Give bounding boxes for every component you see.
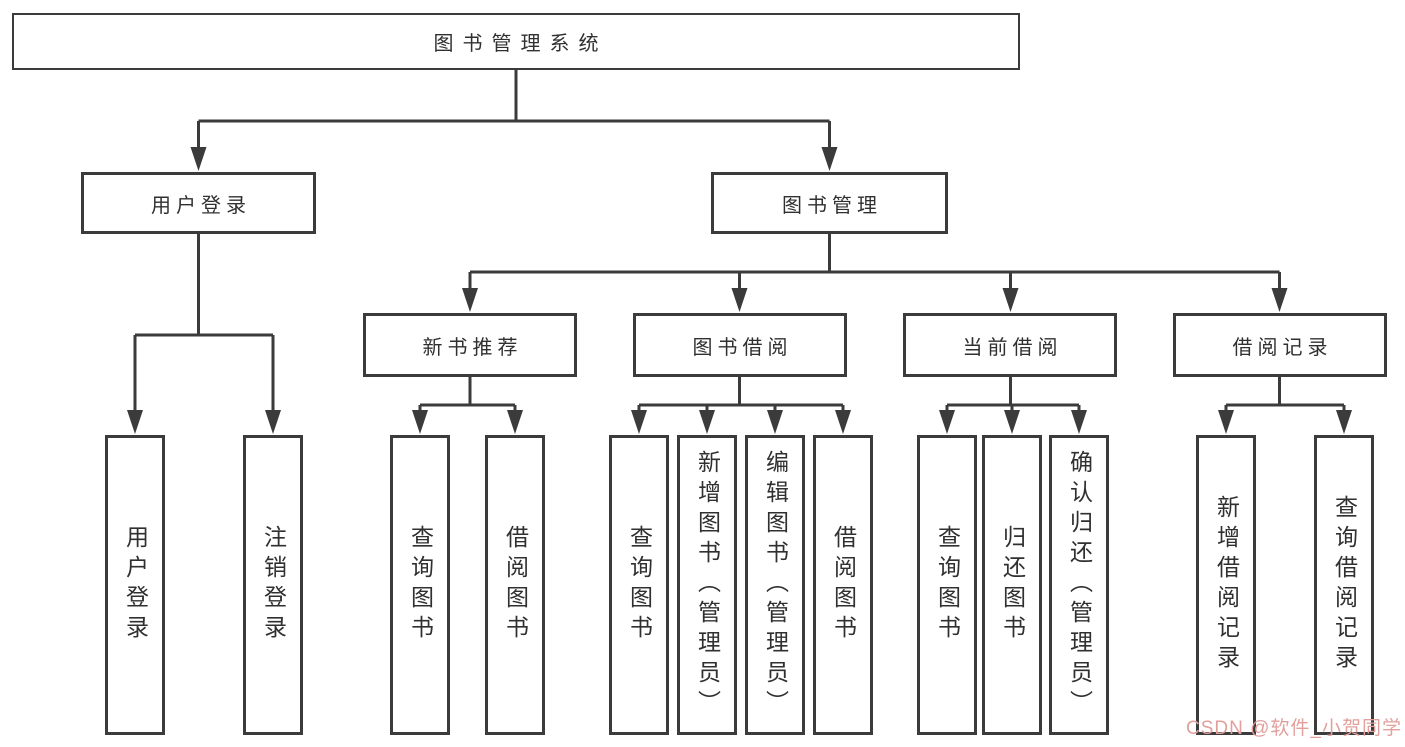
leaf-borrow-books-2-label: 借阅图书 bbox=[830, 525, 857, 645]
node-book-borrowing-label: 图书借阅 bbox=[692, 336, 793, 359]
node-book-management: 图书管理 bbox=[711, 172, 948, 234]
leaf-query-books-2: 查询图书 bbox=[609, 435, 669, 735]
arrowhead bbox=[507, 410, 523, 434]
leaf-query-books-3: 查询图书 bbox=[917, 435, 977, 735]
arrowhead bbox=[190, 147, 207, 171]
leaf-query-borrowing-record: 查询借阅记录 bbox=[1314, 435, 1374, 735]
leaf-logout: 注销登录 bbox=[243, 435, 303, 735]
arrowhead bbox=[462, 288, 478, 312]
leaf-add-borrowing-record-label: 新增借阅记录 bbox=[1213, 495, 1240, 675]
arrowhead bbox=[731, 288, 748, 312]
node-book-management-label: 图书管理 bbox=[782, 194, 882, 217]
arrowhead bbox=[767, 410, 783, 434]
leaf-return-books: 归还图书 bbox=[982, 435, 1042, 735]
arrowhead bbox=[1071, 410, 1087, 434]
node-current-borrowing-label: 当前借阅 bbox=[962, 336, 1063, 359]
node-current-borrowing: 当前借阅 bbox=[903, 313, 1117, 377]
arrowhead bbox=[821, 147, 838, 171]
arrowhead bbox=[1218, 410, 1234, 434]
leaf-query-books-2-label: 查询图书 bbox=[626, 525, 653, 645]
arrowhead bbox=[1002, 288, 1019, 312]
arrowhead bbox=[631, 410, 647, 434]
arrowhead bbox=[412, 410, 428, 434]
arrowhead bbox=[1271, 288, 1288, 312]
leaf-edit-books-admin-label: 编辑图书（管理员） bbox=[762, 450, 789, 720]
csdn-watermark: CSDN @软件_小贺同学 bbox=[1186, 718, 1402, 739]
leaf-confirm-return-admin-label: 确认归还（管理员） bbox=[1066, 450, 1093, 720]
node-new-book-recommendation-label: 新书推荐 bbox=[422, 336, 523, 359]
leaf-borrow-books-1-label: 借阅图书 bbox=[502, 525, 529, 645]
node-new-book-recommendation: 新书推荐 bbox=[363, 313, 577, 377]
arrowhead bbox=[265, 410, 281, 434]
arrowhead bbox=[127, 410, 143, 434]
arrowhead bbox=[835, 410, 851, 434]
node-borrowing-records-label: 借阅记录 bbox=[1232, 336, 1333, 359]
arrowhead bbox=[1004, 410, 1020, 434]
node-book-borrowing: 图书借阅 bbox=[633, 313, 847, 377]
root-node-library-management-system: 图书管理系统 bbox=[12, 13, 1020, 70]
leaf-query-books-1: 查询图书 bbox=[390, 435, 450, 735]
leaf-borrow-books-1: 借阅图书 bbox=[485, 435, 545, 735]
leaf-query-books-3-label: 查询图书 bbox=[934, 525, 961, 645]
arrowhead bbox=[939, 410, 955, 434]
leaf-confirm-return-admin: 确认归还（管理员） bbox=[1049, 435, 1109, 735]
leaf-return-books-label: 归还图书 bbox=[999, 525, 1026, 645]
root-node-label: 图书管理系统 bbox=[433, 33, 608, 55]
leaf-user-login-label: 用户登录 bbox=[122, 525, 149, 645]
leaf-borrow-books-2: 借阅图书 bbox=[813, 435, 873, 735]
node-borrowing-records: 借阅记录 bbox=[1173, 313, 1387, 377]
leaf-user-login: 用户登录 bbox=[105, 435, 165, 735]
node-user-login-label: 用户登录 bbox=[151, 194, 251, 217]
arrowhead bbox=[699, 410, 715, 434]
arrowhead bbox=[1336, 410, 1352, 434]
leaf-add-books-admin: 新增图书（管理员） bbox=[677, 435, 737, 735]
leaf-query-books-1-label: 查询图书 bbox=[407, 525, 434, 645]
leaf-query-borrowing-record-label: 查询借阅记录 bbox=[1331, 495, 1358, 675]
leaf-add-books-admin-label: 新增图书（管理员） bbox=[694, 450, 721, 720]
leaf-edit-books-admin: 编辑图书（管理员） bbox=[745, 435, 805, 735]
leaf-add-borrowing-record: 新增借阅记录 bbox=[1196, 435, 1256, 735]
node-user-login: 用户登录 bbox=[81, 172, 316, 234]
leaf-logout-label: 注销登录 bbox=[260, 525, 287, 645]
